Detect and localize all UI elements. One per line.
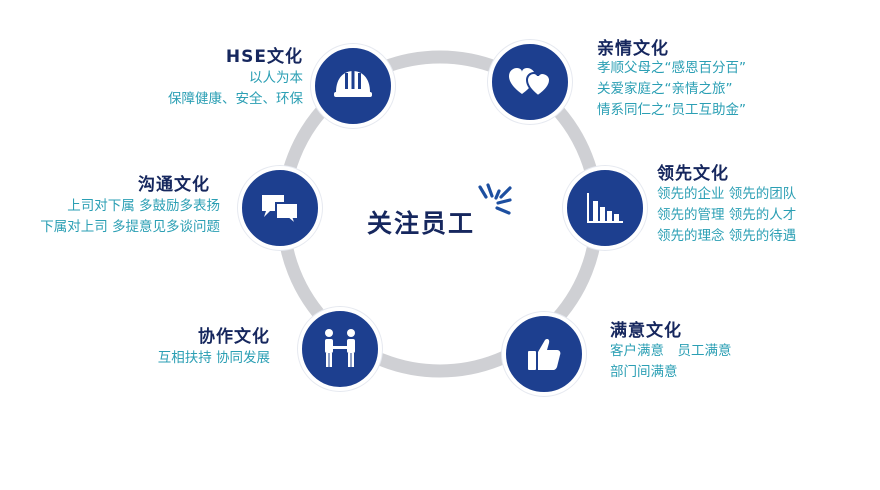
coop-line: 互相扶持 协同发展 bbox=[157, 350, 270, 366]
center-title: 关注员工 bbox=[367, 209, 476, 238]
node-lead bbox=[563, 166, 647, 250]
family-title: 亲情文化 bbox=[597, 39, 669, 59]
thumbs-up-icon bbox=[528, 339, 561, 370]
comm-title: 沟通文化 bbox=[138, 175, 210, 195]
lead-lines: 领先的企业 领先的团队 领先的管理 领先的人才 领先的理念 领先的待遇 bbox=[657, 184, 796, 247]
family-lines: 孝顺父母之“感恩百分百” 关爱家庭之“亲情之旅” 情系同仁之“员工互助金” bbox=[597, 58, 746, 121]
speech-bubbles-icon bbox=[262, 195, 299, 227]
hse-lines: 以人为本 保障健康、安全、环保 bbox=[168, 68, 303, 110]
coop-title: 协作文化 bbox=[198, 327, 270, 347]
node-coop bbox=[298, 307, 382, 391]
family-line: 情系同仁之“员工互助金” bbox=[597, 102, 746, 118]
node-comm bbox=[238, 166, 322, 250]
lead-line: 领先的管理 领先的人才 bbox=[657, 207, 797, 223]
lead-line: 领先的理念 领先的待遇 bbox=[657, 228, 797, 244]
hse-line: 保障健康、安全、环保 bbox=[168, 91, 303, 107]
satisfy-line: 部门间满意 bbox=[610, 364, 678, 380]
family-line: 孝顺父母之“感恩百分百” bbox=[597, 60, 746, 76]
satisfy-line: 客户满意 员工满意 bbox=[610, 343, 732, 359]
satisfy-lines: 客户满意 员工满意 部门间满意 bbox=[610, 341, 732, 383]
node-hse bbox=[311, 44, 395, 128]
family-line: 关爱家庭之“亲情之旅” bbox=[597, 81, 733, 97]
satisfy-title: 满意文化 bbox=[610, 321, 682, 341]
company-logo-icon bbox=[478, 183, 512, 215]
comm-lines: 上司对下属 多鼓励多表扬 下属对上司 多提意见多谈问题 bbox=[40, 196, 220, 238]
lead-title: 领先文化 bbox=[657, 164, 729, 184]
hearts-icon bbox=[509, 68, 552, 98]
comm-line: 下属对上司 多提意见多谈问题 bbox=[40, 219, 220, 235]
lead-line: 领先的企业 领先的团队 bbox=[657, 186, 797, 202]
bar-chart-icon bbox=[587, 193, 623, 223]
coop-lines: 互相扶持 协同发展 bbox=[158, 348, 270, 369]
node-family bbox=[488, 40, 572, 124]
comm-line: 上司对下属 多鼓励多表扬 bbox=[67, 198, 220, 214]
handshake-icon bbox=[325, 329, 355, 367]
node-satisfy bbox=[502, 312, 586, 396]
hard-hat-icon bbox=[334, 71, 372, 97]
hse-line: 以人为本 bbox=[249, 70, 303, 86]
hse-title: HSE文化 bbox=[225, 47, 303, 67]
